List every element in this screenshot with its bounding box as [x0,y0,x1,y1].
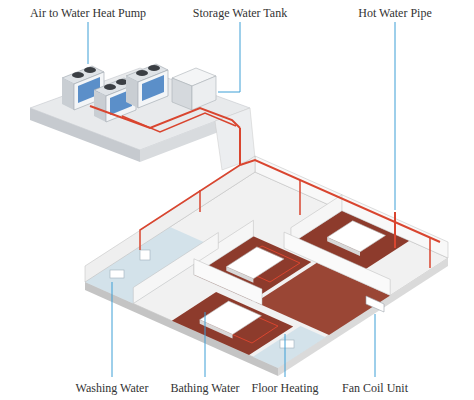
callout-label: Hot Water Pipe [356,6,433,20]
callout-label: Storage Water Tank [191,6,289,20]
callout-label: Washing Water [74,381,151,395]
callout-label: Bathing Water [168,381,241,395]
callout-label: Air to Water Heat Pump [28,6,148,20]
callout-label: Floor Heating [250,381,321,395]
callout-label: Fan Coil Unit [340,381,410,395]
